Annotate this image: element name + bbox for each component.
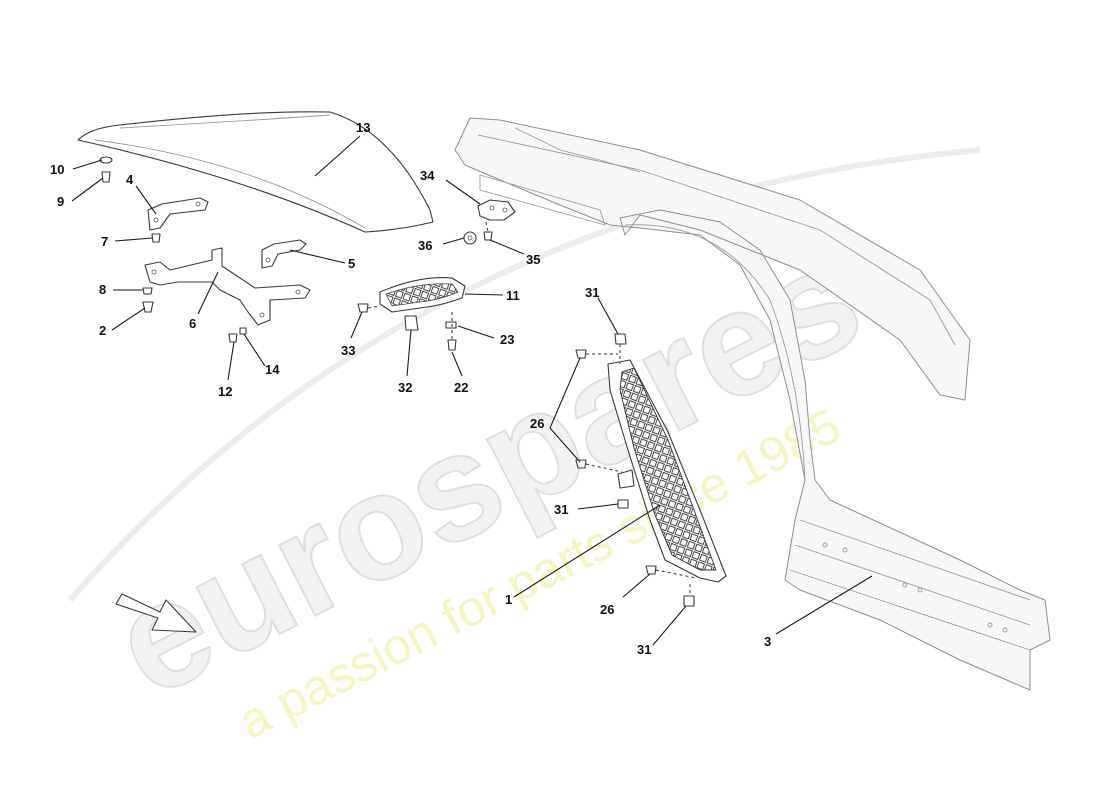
callout-36: 36 — [418, 238, 432, 253]
callout-1: 1 — [505, 592, 512, 607]
callout-11: 11 — [506, 288, 520, 303]
leader-lines — [71, 135, 873, 646]
watermark-swoosh — [67, 147, 981, 602]
hinge-bracket-34 — [477, 199, 516, 221]
clip-31-top — [614, 333, 627, 345]
bracket-5 — [261, 239, 307, 269]
assembly-line-26-mid — [585, 463, 623, 473]
callout-14: 14 — [265, 362, 280, 377]
callout-6: 6 — [189, 316, 196, 331]
assembly-line-33 — [367, 305, 381, 309]
callout-10: 10 — [50, 162, 64, 177]
callout-5: 5 — [348, 256, 355, 271]
fastener-9 — [101, 171, 111, 183]
assembly-line-26-bottom — [655, 569, 697, 579]
callout-31-bottom: 31 — [637, 642, 651, 657]
callout-3: 3 — [764, 634, 771, 649]
bolt-2 — [142, 301, 154, 313]
side-grille-1 — [607, 359, 727, 583]
callout-35: 35 — [526, 252, 540, 267]
support-frame-6 — [144, 247, 311, 326]
grille-11 — [379, 277, 466, 313]
callout-9: 9 — [57, 194, 64, 209]
callout-33: 33 — [341, 343, 355, 358]
callout-26-bottom: 26 — [600, 602, 614, 617]
spoiler-part — [77, 111, 434, 233]
callout-31-top: 31 — [585, 285, 599, 300]
assembly-line-35 — [485, 221, 489, 233]
callouts: 13 10 9 4 7 5 8 6 2 12 14 34 36 35 11 33… — [50, 120, 771, 657]
screw-7 — [151, 233, 161, 243]
nut-36 — [463, 231, 477, 245]
clip-14 — [239, 327, 247, 335]
callout-4: 4 — [126, 172, 134, 187]
callout-32: 32 — [398, 380, 412, 395]
bolt-33 — [357, 303, 369, 313]
bracket-4 — [147, 197, 209, 231]
clip-31-bottom — [683, 595, 695, 607]
callout-31-mid: 31 — [554, 502, 568, 517]
callout-12: 12 — [218, 384, 232, 399]
bolt-12 — [228, 333, 238, 343]
callout-22: 22 — [454, 380, 468, 395]
clip-31-mid — [617, 469, 635, 509]
screw-26-mid — [575, 459, 587, 469]
callout-26-top: 26 — [530, 416, 544, 431]
clip-23 — [445, 321, 457, 329]
callout-34: 34 — [420, 168, 435, 183]
fastener-10 — [99, 156, 113, 164]
screw-22 — [447, 339, 457, 351]
callout-2: 2 — [99, 323, 106, 338]
side-panel-part — [454, 117, 1051, 691]
callout-23: 23 — [500, 332, 514, 347]
screw-26-bottom — [645, 565, 657, 575]
bolt-8 — [142, 287, 153, 295]
bolt-35 — [483, 231, 493, 241]
callout-8: 8 — [99, 282, 106, 297]
callout-13: 13 — [356, 120, 370, 135]
clip-32 — [404, 315, 419, 331]
callout-7: 7 — [101, 234, 108, 249]
direction-arrow-icon — [115, 593, 197, 633]
screw-26-top — [575, 349, 587, 359]
